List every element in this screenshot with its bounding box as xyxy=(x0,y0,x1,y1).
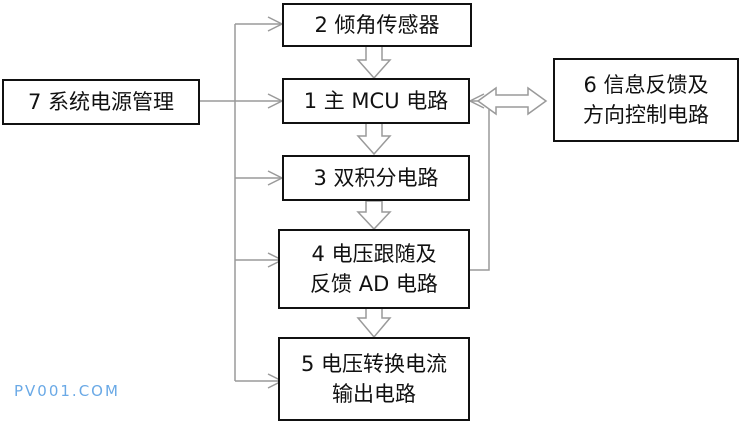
flow-arrow-2-to-1 xyxy=(356,45,392,80)
node-3-dual-integrator: 3 双积分电路 xyxy=(282,155,470,201)
node-4-label-line1: 4 电压跟随及 xyxy=(311,242,437,266)
node-6-label-line1: 6 信息反馈及 xyxy=(583,73,709,97)
node-5-voltage-to-current: 5 电压转换电流 输出电路 xyxy=(278,337,470,421)
flow-arrow-4-to-5 xyxy=(356,307,392,339)
flow-arrow-1-to-3 xyxy=(356,122,392,156)
node-6-label-line2: 方向控制电路 xyxy=(583,103,709,127)
feedback-arrowhead xyxy=(468,93,485,109)
bidirectional-arrow-1-6 xyxy=(476,86,548,116)
feedback-line xyxy=(470,100,490,271)
node-3-label: 3 双积分电路 xyxy=(313,166,439,190)
node-2-tilt-sensor: 2 倾角传感器 xyxy=(282,3,472,47)
node-5-label-line2: 输出电路 xyxy=(332,382,416,406)
node-1-label: 1 主 MCU 电路 xyxy=(303,89,449,113)
node-4-label-line2: 反馈 AD 电路 xyxy=(310,272,438,296)
node-2-label: 2 倾角传感器 xyxy=(314,13,440,37)
node-1-main-mcu: 1 主 MCU 电路 xyxy=(282,78,470,124)
node-6-feedback-direction-control: 6 信息反馈及 方向控制电路 xyxy=(553,58,739,142)
node-7-label: 7 系统电源管理 xyxy=(27,90,175,114)
flow-arrow-3-to-4 xyxy=(356,200,392,231)
power-bus-line xyxy=(200,23,282,382)
node-7-power-management: 7 系统电源管理 xyxy=(2,79,200,125)
node-4-voltage-follower: 4 电压跟随及 反馈 AD 电路 xyxy=(278,229,470,309)
node-5-label-line1: 5 电压转换电流 xyxy=(300,352,448,376)
watermark-text: PV001.COM xyxy=(14,382,120,400)
